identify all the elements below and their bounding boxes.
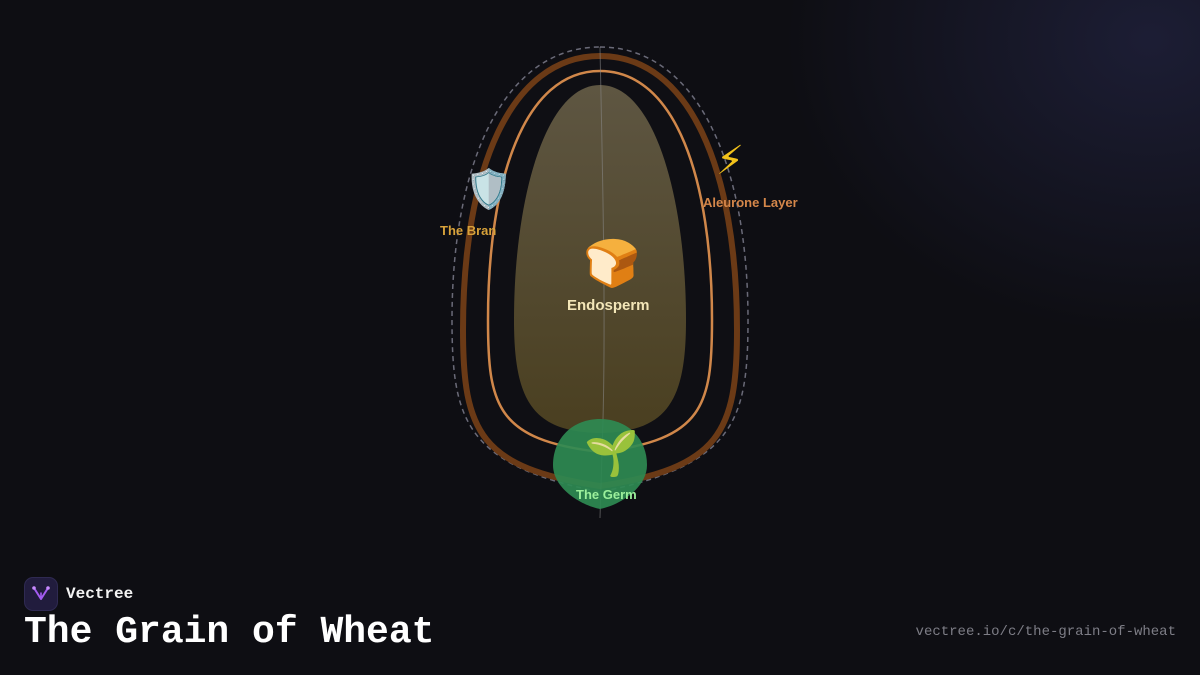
aleurone-label: Aleurone Layer bbox=[703, 195, 798, 210]
endosperm-body bbox=[514, 85, 686, 433]
bread-icon: 🍞 bbox=[583, 236, 641, 290]
germ-body bbox=[553, 419, 647, 509]
crease-line bbox=[599, 46, 605, 519]
vectree-logo-icon bbox=[24, 577, 58, 611]
seedling-icon: 🌱 bbox=[584, 428, 639, 479]
shield-icon: 🛡️ bbox=[465, 167, 513, 211]
page-url[interactable]: vectree.io/c/the-grain-of-wheat bbox=[915, 624, 1176, 640]
germ-label: The Germ bbox=[576, 487, 637, 502]
lightning-icon: ⚡ bbox=[716, 138, 745, 184]
brand[interactable]: Vectree bbox=[24, 577, 133, 611]
endosperm-label: Endosperm bbox=[567, 297, 650, 314]
page-title: The Grain of Wheat bbox=[24, 611, 435, 654]
bran-label: The Bran bbox=[440, 223, 497, 238]
brand-name: Vectree bbox=[66, 585, 134, 603]
